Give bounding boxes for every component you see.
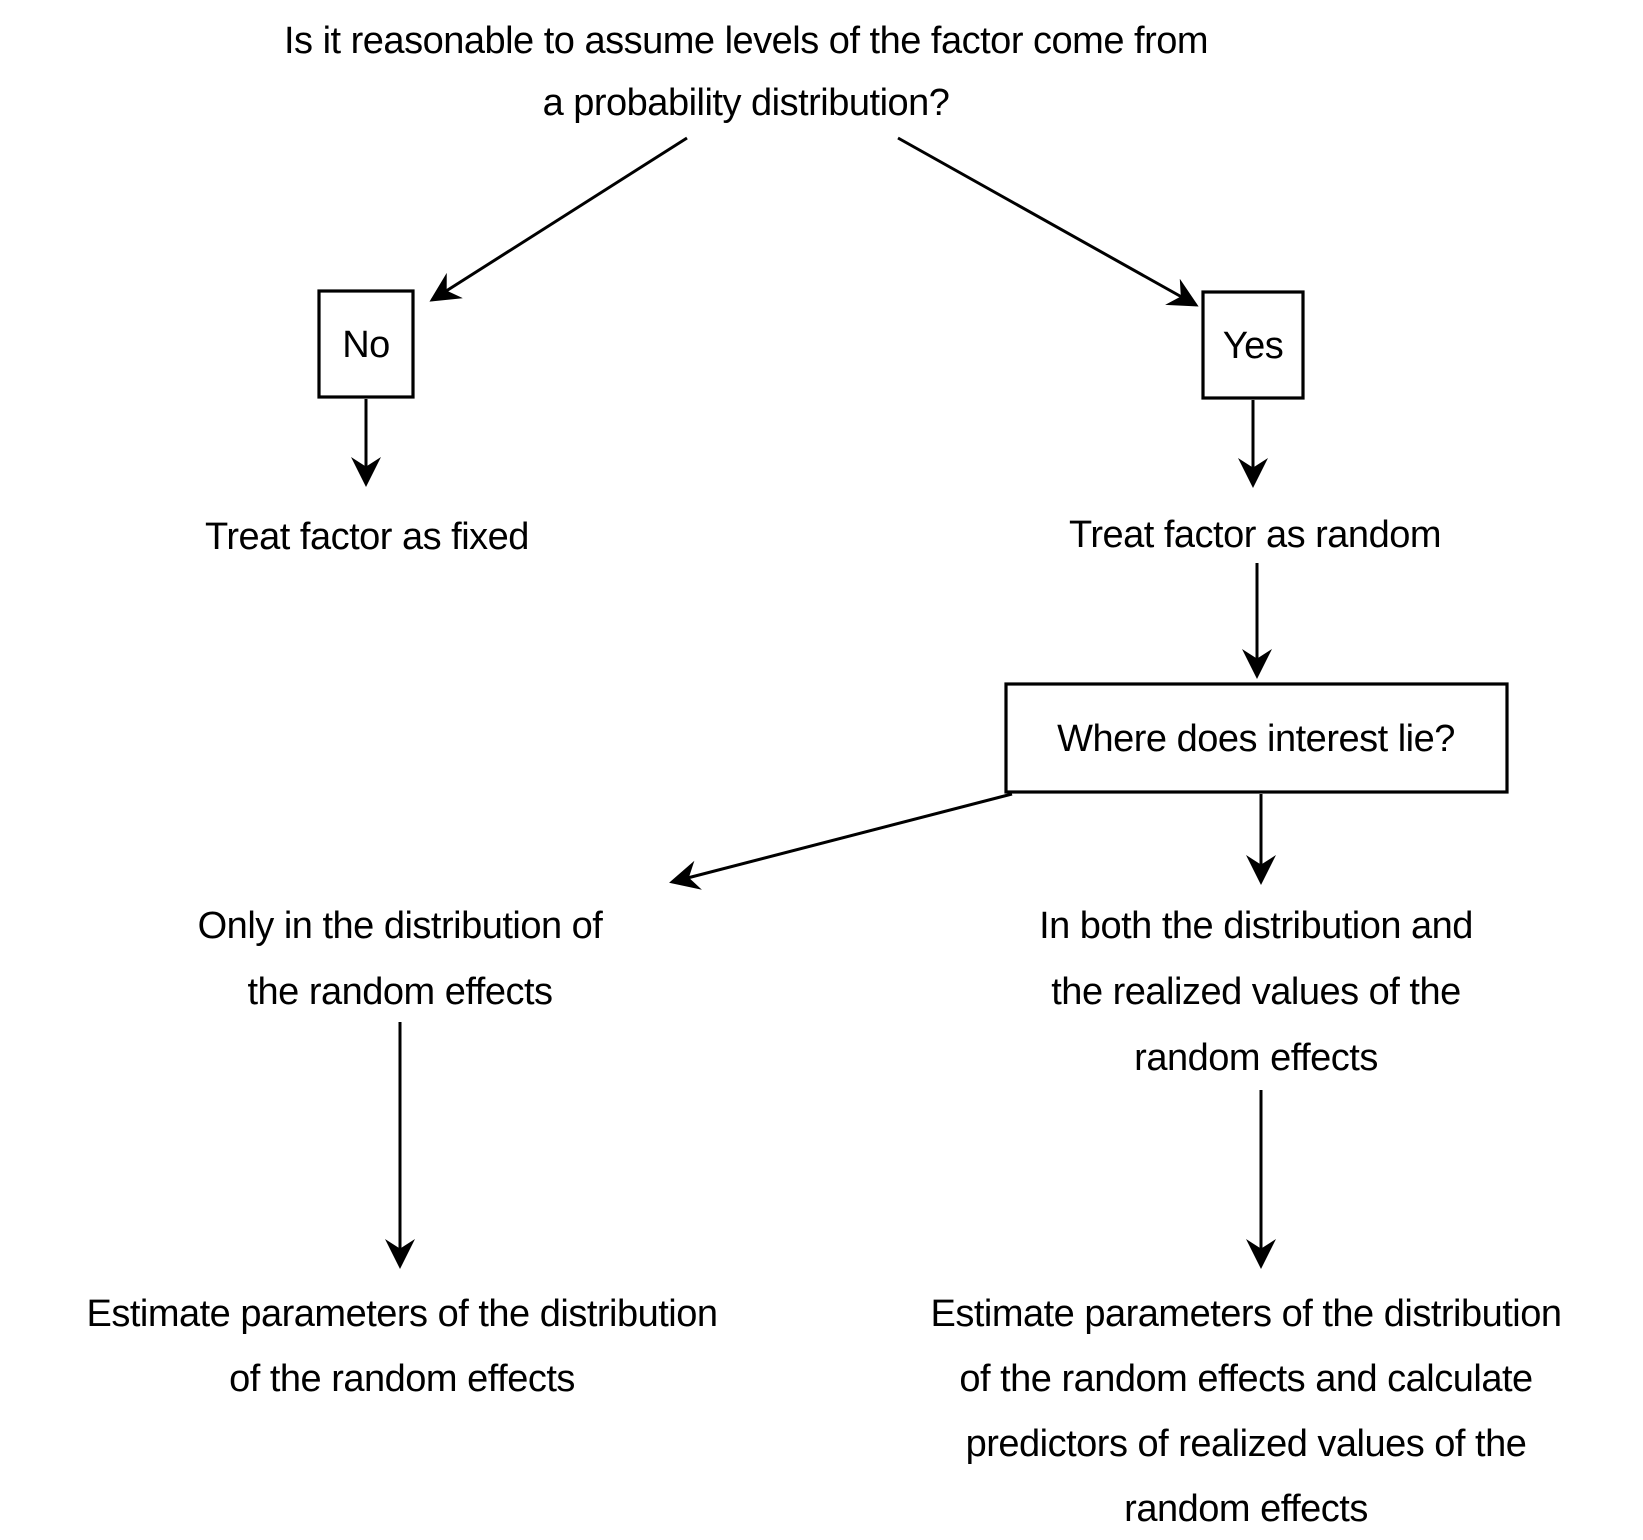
left-branch-line-2: the random effects	[247, 971, 552, 1013]
right-branch-line-1: In both the distribution and	[1039, 905, 1473, 947]
left-outcome-text: Estimate parameters of the distribution …	[86, 1293, 718, 1400]
arrow-question-to-no	[429, 136, 688, 302]
fixed-result-label: Treat factor as fixed	[205, 516, 529, 558]
interest-box	[1004, 682, 1509, 794]
yes-box	[1201, 290, 1305, 400]
right-outcome-line-1: Estimate parameters of the distribution	[930, 1293, 1561, 1335]
root-question: Is it reasonable to assume levels of the…	[284, 20, 1209, 124]
question-line-2: a probability distribution?	[543, 82, 950, 124]
left-outcome-line-1: Estimate parameters of the distribution	[86, 1293, 717, 1335]
right-outcome-text: Estimate parameters of the distribution …	[930, 1293, 1562, 1530]
no-label: No	[342, 324, 390, 366]
interest-label: Where does interest lie?	[1057, 718, 1455, 760]
right-outcome-line-4: random effects	[1124, 1488, 1368, 1530]
left-branch-text: Only in the distribution of the random e…	[198, 905, 604, 1013]
right-outcome-line-3: predictors of realized values of the	[966, 1423, 1527, 1465]
right-branch-text: In both the distribution and the realize…	[1039, 905, 1473, 1079]
arrow-interest-to-left-branch	[669, 792, 1013, 890]
no-box	[317, 289, 415, 399]
arrow-question-to-yes	[897, 136, 1199, 307]
right-outcome-line-2: of the random effects and calculate	[959, 1358, 1532, 1400]
interest-node: Where does interest lie?	[1004, 682, 1509, 794]
left-outcome-line-2: of the random effects	[229, 1358, 575, 1400]
right-branch-line-3: random effects	[1134, 1037, 1378, 1079]
left-branch-line-1: Only in the distribution of	[198, 905, 604, 947]
no-node: No	[317, 289, 415, 399]
question-line-1: Is it reasonable to assume levels of the…	[284, 20, 1208, 62]
yes-label: Yes	[1223, 325, 1284, 367]
yes-node: Yes	[1201, 290, 1305, 400]
random-result-label: Treat factor as random	[1069, 514, 1441, 556]
right-branch-line-2: the realized values of the	[1051, 971, 1461, 1013]
